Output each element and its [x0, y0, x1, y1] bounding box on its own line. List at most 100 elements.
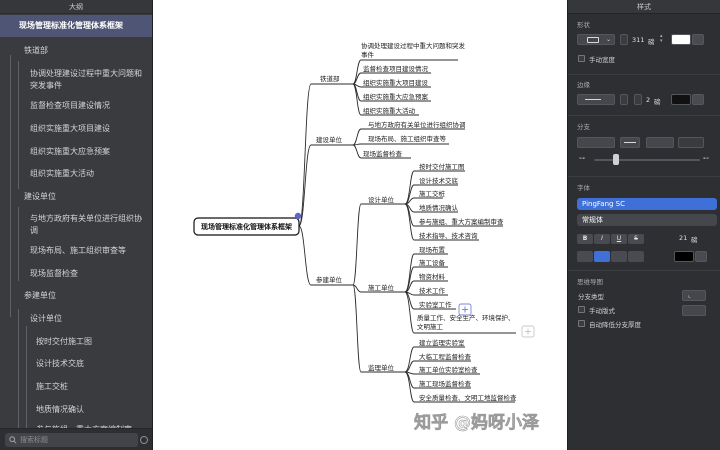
topic-label[interactable]: 监督检查项目建设情况 [363, 64, 429, 73]
topic-label[interactable]: 大临工程监督检查 [419, 352, 472, 361]
connector [352, 83, 362, 116]
color-picker-icon[interactable] [692, 34, 704, 45]
manual-layout-checkbox[interactable] [578, 306, 585, 313]
topic-label[interactable]: 组织实施重大应急预案 [363, 92, 429, 101]
topic-label[interactable]: 现场布置 [419, 245, 446, 254]
fill-color-swatch[interactable] [671, 34, 691, 45]
mindmap-canvas[interactable]: 现场管理标准化管理体系框架 铁道部 建设单位 参建单位 协调处理建设过程中重大问… [153, 0, 567, 450]
align-justify-button[interactable] [628, 251, 644, 262]
align-right-button[interactable] [611, 251, 627, 262]
outline-item-root[interactable]: 现场管理标准化管理体系框架 [0, 15, 152, 37]
mindmap-svg: 现场管理标准化管理体系框架 铁道部 建设单位 参建单位 协调处理建设过程中重大问… [193, 42, 539, 433]
border-extra-select[interactable] [634, 94, 642, 105]
outline-search-box[interactable] [5, 433, 138, 447]
width-stepper-icon[interactable]: ▴▾ [660, 33, 663, 44]
topic-label[interactable]: 铁道部 [320, 74, 340, 83]
shape-type-select[interactable]: ⌄ [577, 34, 615, 45]
topic-label[interactable]: 参与施组、重大方案编制审查 [419, 217, 504, 226]
manual-width-checkbox[interactable] [578, 55, 585, 62]
outline-item[interactable]: 地质情况确认 [0, 399, 152, 421]
outline-item[interactable]: 监督检查项目建设情况 [0, 95, 152, 117]
add-topic-icon[interactable] [458, 303, 472, 316]
border-color-swatch[interactable] [671, 94, 691, 105]
add-topic-icon[interactable] [521, 325, 535, 338]
topic-label[interactable]: 施工交桩 [419, 189, 446, 198]
topic-label[interactable]: 施工现场监督检查 [419, 379, 472, 388]
color-picker-icon[interactable] [695, 251, 707, 262]
align-left-button[interactable] [577, 251, 593, 262]
layout-select[interactable] [682, 305, 706, 316]
outline-item[interactable]: 现场布局、施工组织审查等 [0, 240, 152, 262]
spacing-slider-thumb[interactable] [613, 154, 619, 165]
topic-label[interactable]: 协调处理建设过程中重大问题和突发事件 [361, 42, 465, 59]
bold-button[interactable]: B [577, 234, 593, 244]
outline-item[interactable]: 与地方政府有关单位进行组织协调 [0, 208, 152, 240]
outline-item[interactable]: 铁道部 [0, 40, 152, 60]
topic-label[interactable]: 现场监督检查 [363, 149, 403, 158]
font-size-value[interactable]: 21 [679, 234, 688, 242]
topic-label[interactable]: 安全质量检查、文明工地监督检查 [419, 393, 517, 402]
underline-button[interactable]: U [611, 234, 627, 244]
branch-type-select[interactable]: ⌞ [682, 290, 706, 301]
topic-label[interactable]: 建设单位 [316, 135, 343, 144]
italic-button[interactable]: I [594, 234, 610, 244]
search-input[interactable] [20, 434, 120, 446]
auto-reduce-checkbox[interactable] [578, 320, 585, 327]
spacing-slider[interactable] [594, 159, 700, 161]
outline-item[interactable]: 参与施组、重大方案编制审 [0, 419, 152, 428]
strikethrough-button[interactable]: S [628, 234, 644, 244]
root-node[interactable] [193, 217, 300, 236]
topic-label[interactable]: 地质情况确认 [419, 203, 459, 212]
connector [404, 371, 415, 403]
topic-label[interactable]: 组织实施重大活动 [363, 106, 416, 115]
color-picker-icon[interactable] [692, 94, 704, 105]
branch-style-select[interactable] [577, 137, 615, 148]
topic-label[interactable]: 现场布局、施工组织审查等 [368, 134, 447, 143]
shape-extra-select[interactable] [620, 34, 628, 45]
section-divider [568, 74, 720, 75]
font-family-select[interactable]: PingFang SC [577, 198, 717, 210]
shape-width-value[interactable]: 311 [632, 36, 645, 44]
topic-label[interactable]: 施工单位 [368, 283, 395, 292]
topic-label[interactable]: 实验室工作 [419, 300, 452, 309]
align-center-button[interactable] [594, 251, 610, 262]
outline-item[interactable]: 组织实施重大活动 [0, 163, 152, 185]
outline-item[interactable]: 设计单位 [0, 308, 152, 330]
outline-item[interactable]: 设计技术交底 [0, 353, 152, 375]
outline-item[interactable]: 建设单位 [0, 186, 152, 208]
topic-label[interactable]: 设计单位 [368, 195, 395, 204]
mindmap-section-label: 思维导图 [577, 278, 603, 286]
outline-item[interactable]: 组织实施重大项目建设 [0, 118, 152, 140]
branch-line-select[interactable] [620, 137, 640, 148]
font-weight-select[interactable]: 常规体 [577, 214, 717, 226]
outline-item[interactable]: 施工交桩 [0, 376, 152, 398]
border-extra-select[interactable] [620, 94, 628, 105]
topic-label[interactable]: 施工单位实验室检查 [419, 365, 478, 374]
outline-item[interactable]: 协调处理建设过程中重大问题和突发事件 [0, 63, 152, 95]
topic-label[interactable]: 设计技术交底 [419, 176, 459, 185]
border-style-select[interactable] [577, 94, 615, 105]
outline-item-label: 设计单位 [30, 314, 62, 323]
topic-label[interactable]: 参建单位 [316, 275, 343, 284]
topic-label[interactable]: 技术工作 [419, 286, 446, 295]
topic-label[interactable]: 监理单位 [368, 363, 395, 372]
topic-label[interactable]: 建立监理实验室 [419, 338, 465, 347]
branch-color-swatch[interactable] [678, 137, 704, 148]
border-thickness-value[interactable]: 2 [646, 96, 651, 104]
topic-label[interactable]: 组织实施重大项目建设 [363, 78, 429, 87]
filter-icon[interactable] [140, 436, 148, 444]
font-color-swatch[interactable] [674, 251, 694, 262]
branch-thickness-select[interactable] [646, 137, 674, 148]
connector [298, 225, 312, 286]
topic-label[interactable]: 施工设备 [419, 258, 446, 267]
topic-label[interactable]: 质量工作、安全生产、环境保护、文明施工 [417, 314, 515, 331]
topic-label[interactable]: 物资材料 [419, 272, 446, 281]
outline-item[interactable]: 参建单位 [0, 285, 152, 307]
topic-label[interactable]: 与地方政府有关单位进行组织协调 [368, 120, 466, 129]
topic-label[interactable]: 按时交付施工图 [419, 162, 465, 171]
topic-label[interactable]: 技术指导、技术咨询 [419, 231, 478, 240]
outline-item[interactable]: 现场监督检查 [0, 263, 152, 285]
collapse-handle-icon[interactable] [294, 212, 302, 220]
outline-item[interactable]: 按时交付施工图 [0, 331, 152, 353]
outline-item[interactable]: 组织实施重大应急预案 [0, 141, 152, 163]
